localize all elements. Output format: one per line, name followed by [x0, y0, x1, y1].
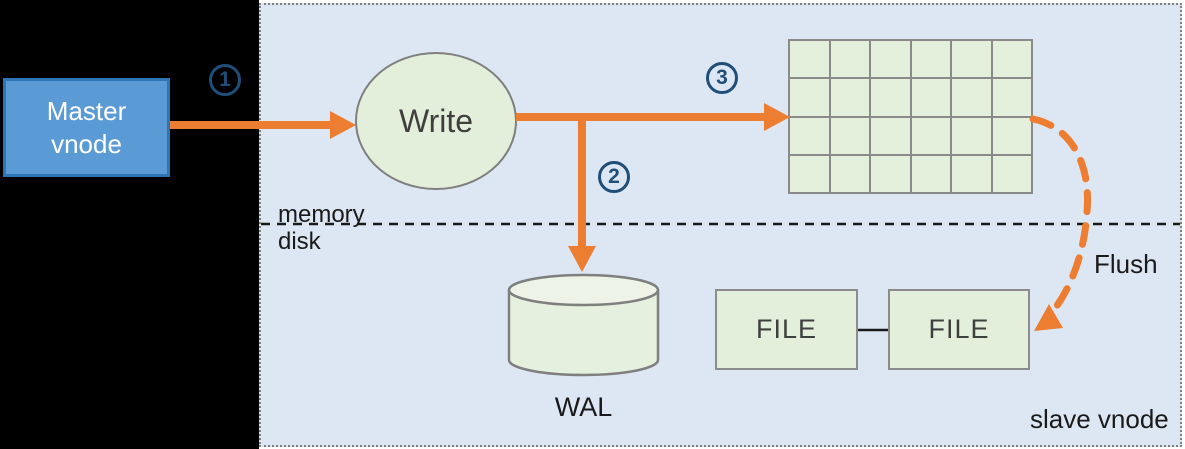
mem-table-grid [788, 39, 1033, 194]
flush-label: Flush [1094, 249, 1158, 279]
grid-cell [992, 41, 1031, 78]
grid-cell [911, 117, 950, 154]
memory-label: memory [278, 201, 365, 228]
grid-cell [911, 41, 950, 78]
grid-cell [830, 155, 869, 192]
grid-cell [830, 79, 869, 116]
grid-cell [871, 155, 910, 192]
grid-cell [830, 117, 869, 154]
master-vnode-node: Master vnode [3, 78, 170, 177]
file-node-2-label: FILE [928, 314, 990, 344]
grid-cell [871, 79, 910, 116]
grid-cell [992, 79, 1031, 116]
grid-cell [952, 41, 991, 78]
grid-cell [952, 155, 991, 192]
grid-cell [790, 79, 829, 116]
file-node-2: FILE [888, 289, 1030, 370]
wal-label: WAL [554, 392, 613, 422]
master-vnode-label-line2: vnode [51, 128, 122, 159]
step-badge-3-number: 3 [716, 66, 728, 89]
step-badge-2: 2 [598, 161, 630, 193]
step-badge-1: 1 [209, 64, 241, 96]
step-badge-3: 3 [706, 62, 738, 94]
master-vnode-label-line1: Master [46, 96, 127, 126]
file-node-1-label: FILE [755, 314, 818, 344]
grid-cell [952, 79, 991, 116]
slave-vnode-label: slave vnode [1030, 404, 1169, 434]
grid-cell [790, 41, 829, 78]
grid-cell [871, 41, 910, 78]
step-badge-2-number: 2 [608, 165, 620, 188]
grid-cell [790, 117, 829, 154]
grid-cell [952, 117, 991, 154]
step-badge-1-number: 1 [219, 68, 231, 91]
write-label: Write [398, 102, 474, 139]
grid-cell [992, 117, 1031, 154]
file-node-1: FILE [715, 289, 858, 370]
grid-cell [992, 155, 1031, 192]
grid-cell [911, 155, 950, 192]
grid-cell [830, 41, 869, 78]
write-node: Write [355, 52, 517, 190]
grid-cell [911, 79, 950, 116]
disk-label: disk [278, 228, 321, 255]
grid-cell [871, 117, 910, 154]
grid-cell [790, 155, 829, 192]
